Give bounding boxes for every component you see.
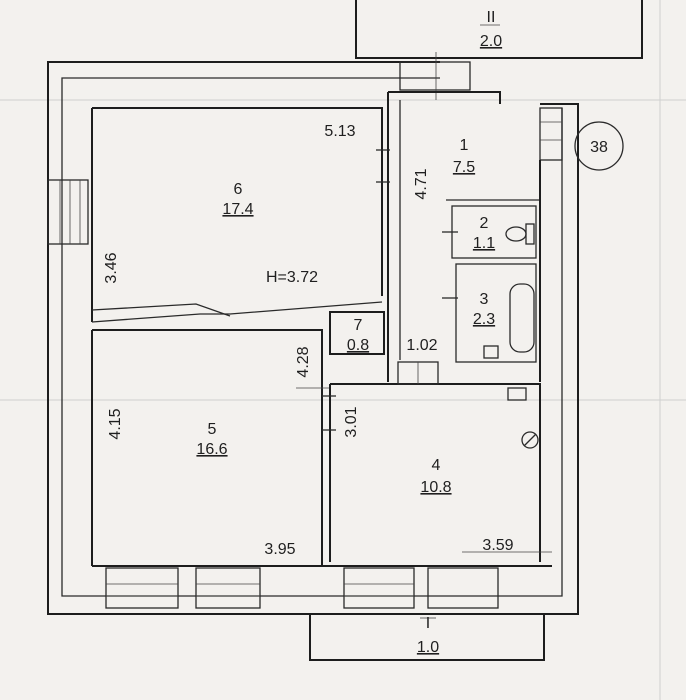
- room-7-number: 7: [354, 317, 363, 334]
- apartment-number: 38: [590, 139, 608, 156]
- room5-width-dimension: 3.95: [264, 541, 295, 558]
- room-3-area: 2.3: [473, 311, 495, 328]
- room1-length-dimension: 4.71: [413, 168, 430, 199]
- room5-length-dimension: 4.15: [107, 408, 124, 439]
- room-6: [91, 107, 383, 323]
- door-openings: [322, 149, 458, 431]
- balcony-top-number: II: [487, 9, 496, 26]
- balcony-top-area: 2.0: [480, 33, 502, 50]
- room-5-area: 16.6: [196, 441, 227, 458]
- room-7: [329, 311, 385, 355]
- room-2-number: 2: [480, 215, 489, 232]
- room-6-area: 17.4: [222, 201, 253, 218]
- balcony-bottom-number: I: [426, 615, 430, 632]
- window-right: [539, 107, 563, 161]
- balcony-bottom: [309, 614, 545, 661]
- room4-length-dimension: 3.01: [343, 406, 360, 437]
- room-1: [387, 91, 541, 382]
- corridor-length-dimension: 4.28: [295, 346, 312, 377]
- balcony-top: [355, 0, 643, 59]
- window-left: [47, 179, 89, 245]
- room-labels: 6 17.4 1 7.5 2 1.1 3 2.3 7 0.8 5 16.6 4 …: [196, 9, 502, 656]
- room-1-number: 1: [460, 137, 469, 154]
- room7-width-dimension: 1.02: [406, 337, 437, 354]
- room-5: [91, 329, 330, 566]
- room-5-number: 5: [208, 421, 217, 438]
- room6-length-dimension: 3.46: [103, 252, 120, 283]
- ceiling-height-label: H=3.72: [266, 269, 318, 286]
- room-1-area: 7.5: [453, 159, 475, 176]
- room-2-area: 1.1: [473, 235, 495, 252]
- room4-width-dimension: 3.59: [482, 537, 513, 554]
- room-3-number: 3: [480, 291, 489, 308]
- room-3: [455, 263, 537, 363]
- window-bottom: [105, 567, 499, 609]
- room-4-number: 4: [432, 457, 441, 474]
- balcony-bottom-area: 1.0: [417, 639, 439, 656]
- room6-width-dimension: 5.13: [324, 123, 355, 140]
- apartment-number-circle: [574, 121, 624, 171]
- outer-wall: [47, 61, 579, 615]
- dimension-labels: 5.13 3.46 4.71 4.15 3.95 4.28 1.02 3.01 …: [103, 123, 608, 558]
- room-7-area: 0.8: [347, 337, 369, 354]
- room-4-area: 10.8: [420, 479, 451, 496]
- room-6-number: 6: [234, 181, 243, 198]
- room-4: [329, 383, 552, 562]
